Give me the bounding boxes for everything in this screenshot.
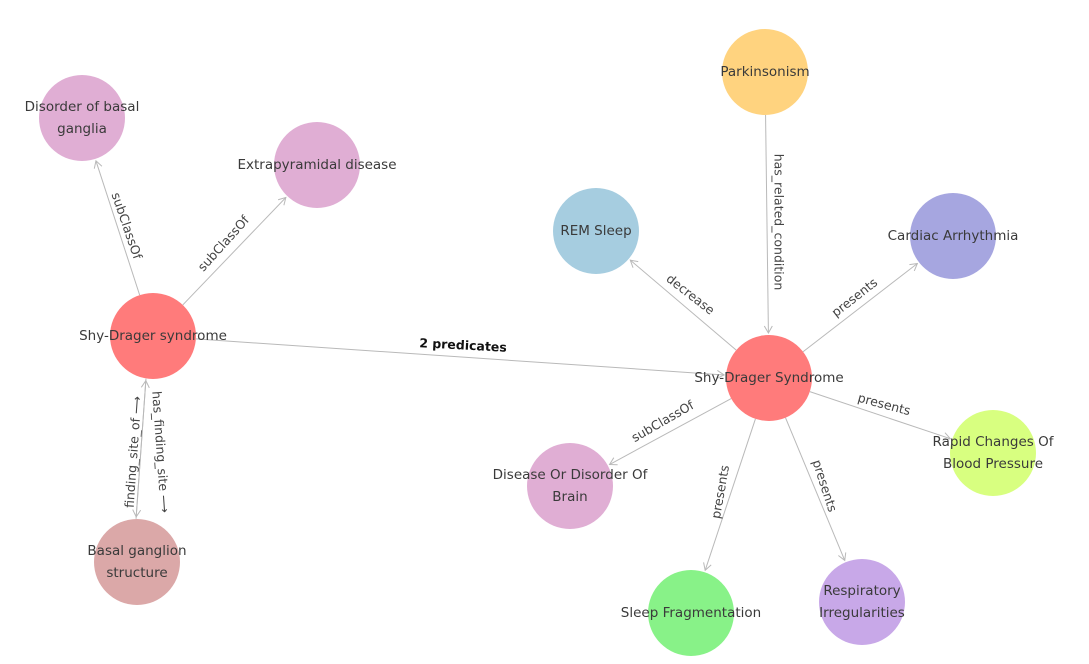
edge-label: presents — [828, 275, 880, 320]
node-label: Blood Pressure — [943, 456, 1043, 472]
edge-e12[interactable]: presents — [785, 417, 847, 562]
node-circle[interactable] — [819, 559, 905, 645]
node-shy-drager-syndrome-right[interactable]: Shy-Drager Syndrome — [694, 335, 844, 421]
arrowhead — [93, 159, 103, 169]
edge-e3[interactable]: finding_site_of ⟶ — [122, 379, 150, 519]
node-label: structure — [106, 565, 167, 581]
edge-line[interactable] — [704, 418, 756, 571]
edge-line[interactable] — [182, 197, 287, 306]
node-label: Brain — [552, 489, 587, 505]
node-label: Shy-Drager syndrome — [79, 328, 227, 344]
edge-label: subClassOf — [194, 212, 252, 274]
edge-line[interactable] — [135, 378, 147, 517]
arrowhead — [277, 196, 287, 206]
arrowhead — [703, 562, 712, 572]
edge-label: has_related_condition — [772, 154, 787, 291]
node-basal-ganglion-structure[interactable]: Basal ganglion structure — [87, 519, 187, 605]
node-circle[interactable] — [910, 193, 996, 279]
arrowhead — [629, 259, 639, 268]
edge-label: decrease — [664, 271, 718, 318]
node-circle[interactable] — [110, 293, 196, 379]
node-parkinsonism[interactable]: Parkinsonism — [720, 29, 810, 115]
node-label: Extrapyramidal disease — [237, 157, 396, 173]
node-label: ganglia — [57, 121, 107, 137]
edge-e1[interactable]: subClassOf — [93, 159, 146, 296]
edge-label: 2 predicates — [419, 335, 507, 355]
edge-line[interactable] — [629, 259, 737, 351]
edge-e2[interactable]: subClassOf — [182, 196, 287, 306]
edge-e7[interactable]: decrease — [629, 259, 737, 351]
node-circle[interactable] — [527, 443, 613, 529]
edge-line[interactable] — [765, 114, 769, 334]
node-circle[interactable] — [553, 188, 639, 274]
node-label: Basal ganglion — [87, 543, 186, 559]
edge-e8[interactable]: presents — [802, 262, 919, 353]
node-label: REM Sleep — [560, 223, 631, 239]
arrowhead — [716, 370, 726, 379]
edge-line[interactable] — [809, 391, 951, 440]
node-circle[interactable] — [950, 410, 1036, 496]
edge-e10[interactable]: subClassOf — [608, 397, 732, 466]
node-circle[interactable] — [94, 519, 180, 605]
node-label: Disease Or Disorder Of — [493, 467, 649, 483]
node-label: Sleep Fragmentation — [621, 605, 761, 621]
arrowhead — [909, 262, 919, 272]
node-rapid-changes-of-blood-pressure[interactable]: Rapid Changes Of Blood Pressure — [933, 410, 1055, 496]
arrowhead — [942, 432, 952, 441]
node-label: Shy-Drager Syndrome — [694, 370, 843, 386]
edge-e6[interactable]: has_related_condition — [763, 114, 787, 335]
node-extrapyramidal-disease[interactable]: Extrapyramidal disease — [237, 122, 397, 208]
arrowhead — [132, 509, 142, 518]
edge-line[interactable] — [785, 417, 846, 561]
arrowhead — [608, 457, 618, 466]
node-rem-sleep[interactable]: REM Sleep — [553, 188, 639, 274]
edge-e5[interactable]: 2 predicates — [195, 335, 726, 379]
node-label: Respiratory — [823, 583, 900, 599]
edge-label: presents — [856, 390, 912, 418]
arrowhead — [763, 325, 773, 335]
edge-label: presents — [708, 464, 732, 520]
node-label: Disorder of basal — [25, 99, 140, 115]
node-disorder-of-basal-ganglia[interactable]: Disorder of basal ganglia — [25, 75, 140, 161]
node-circle[interactable] — [274, 122, 360, 208]
node-circle[interactable] — [648, 570, 734, 656]
arrowhead — [838, 552, 847, 562]
node-label: Rapid Changes Of — [933, 434, 1055, 450]
node-circle[interactable] — [726, 335, 812, 421]
edge-line[interactable] — [95, 160, 141, 296]
node-disease-or-disorder-of-brain[interactable]: Disease Or Disorder Of Brain — [493, 443, 649, 529]
edge-line[interactable] — [195, 338, 725, 376]
edge-line[interactable] — [609, 398, 732, 465]
nodes-layer: Shy-Drager syndrome Disorder of basal gang… — [25, 29, 1055, 656]
edge-e9[interactable]: presents — [809, 390, 952, 441]
node-label: Irregularities — [819, 605, 905, 621]
node-sleep-fragmentation[interactable]: Sleep Fragmentation — [621, 570, 761, 656]
edge-e11[interactable]: presents — [703, 418, 756, 572]
node-shy-drager-syndrome-left[interactable]: Shy-Drager syndrome — [79, 293, 227, 379]
edge-line[interactable] — [802, 263, 918, 353]
edge-label: subClassOf — [109, 190, 146, 261]
edge-label: subClassOf — [629, 397, 697, 445]
node-circle[interactable] — [722, 29, 808, 115]
edge-label: has_finding_site ⟶ — [149, 390, 172, 513]
node-label: Parkinsonism — [720, 64, 809, 80]
node-circle[interactable] — [39, 75, 125, 161]
node-label: Cardiac Arrhythmia — [888, 228, 1019, 244]
node-cardiac-arrhythmia[interactable]: Cardiac Arrhythmia — [888, 193, 1019, 279]
